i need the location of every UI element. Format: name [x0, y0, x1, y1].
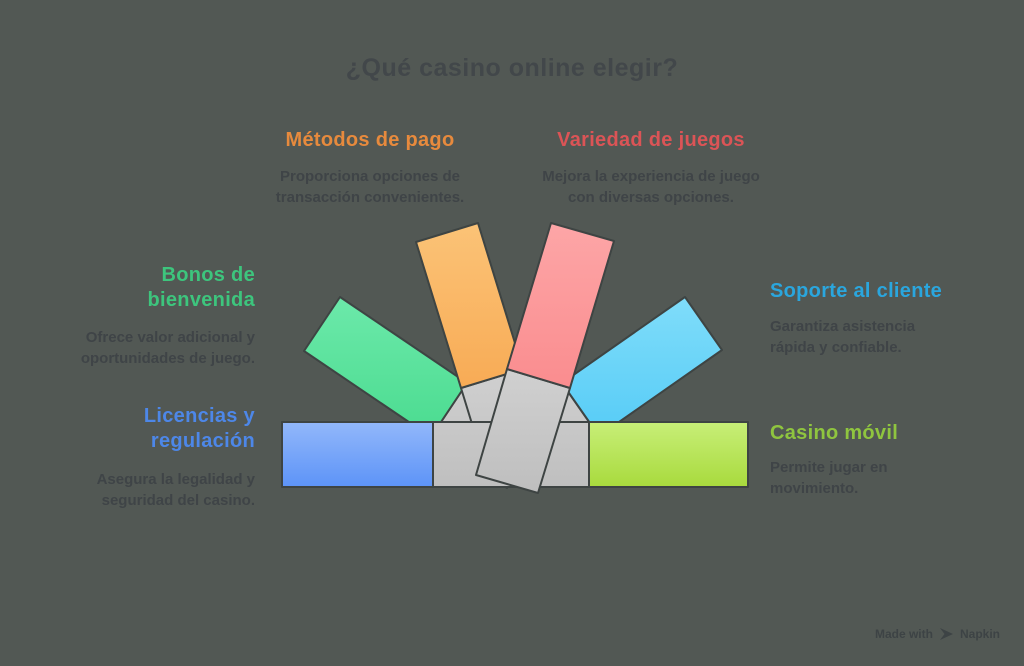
item-heading: Métodos de pago: [285, 129, 455, 151]
napkin-logo-icon: [939, 628, 953, 640]
licencias-blade: [281, 421, 434, 488]
item-description: Asegura la legalidad y seguridad del cas…: [96, 471, 255, 509]
item-heading: Licencias y regulación: [143, 405, 255, 452]
item-heading: Variedad de juegos: [557, 129, 745, 151]
item-description: Proporciona opciones de transacción conv…: [275, 168, 465, 206]
napkin-watermark[interactable]: Made with Napkin: [875, 627, 1000, 641]
casino-movil-blade: [588, 421, 749, 488]
variedad-blade: [506, 222, 615, 389]
item-description: Permite jugar en movimiento.: [770, 459, 888, 497]
item-description: Mejora la experiencia de juego con diver…: [542, 168, 760, 206]
item-description: Ofrece valor adicional y oportunidades d…: [80, 329, 255, 367]
metodos-blade: [415, 222, 524, 389]
bonos-blade: [303, 296, 468, 438]
item-heading: Casino móvil: [770, 422, 899, 444]
item-metodos-de-pago: Métodos de pago Proporciona opciones de …: [240, 128, 500, 208]
watermark-prefix: Made with: [874, 627, 933, 641]
item-variedad-de-juegos: Variedad de juegos Mejora la experiencia…: [521, 128, 781, 208]
item-soporte-al-cliente: Soporte al cliente Garantiza asistencia …: [770, 279, 1005, 358]
item-bonos-de-bienvenida: Bonos de bienvenida Ofrece valor adicion…: [35, 263, 255, 369]
soporte-blade: [561, 296, 723, 437]
item-licencias-y-regulacion: Licencias y regulación Asegura la legali…: [35, 404, 255, 511]
watermark-brand: Napkin: [959, 627, 1000, 641]
page-title: ¿Qué casino online elegir?: [345, 54, 679, 82]
item-heading: Soporte al cliente: [770, 280, 943, 302]
item-casino-movil: Casino móvil Permite jugar en movimiento…: [770, 421, 1005, 499]
item-heading: Bonos de bienvenida: [147, 264, 255, 311]
item-description: Garantiza asistencia rápida y confiable.: [770, 318, 916, 356]
